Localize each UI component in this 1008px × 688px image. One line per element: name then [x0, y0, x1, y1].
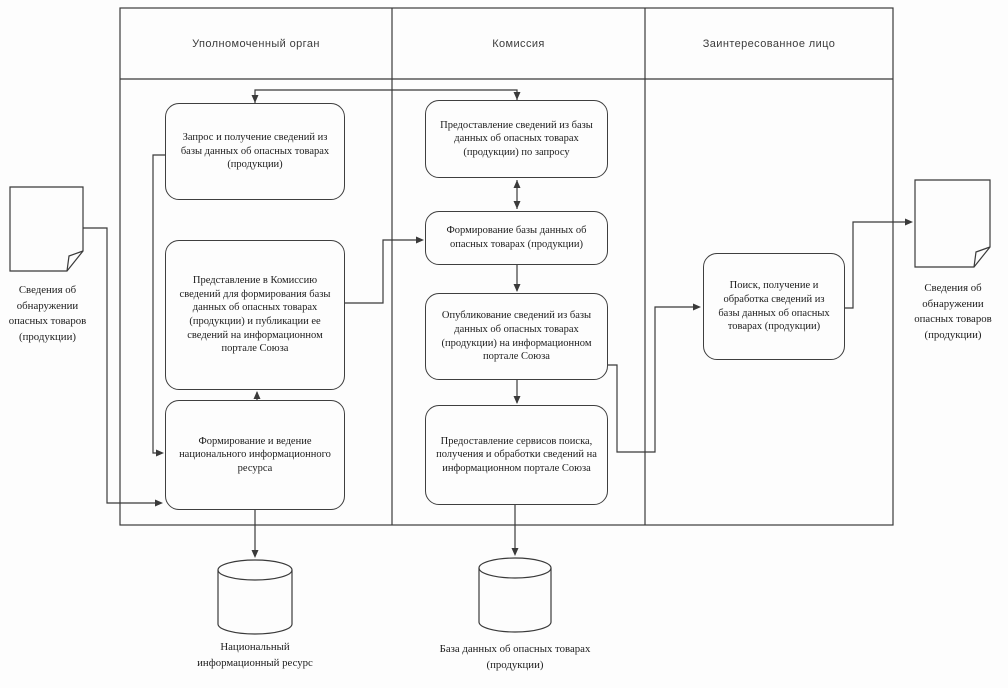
swimlane-grid [119, 7, 894, 526]
process-request-info: Запрос и получение сведений из базы данн… [165, 103, 345, 200]
cylinder-national-resource-label: Национальный информационный ресурс [197, 641, 313, 669]
process-provide-services-label: Предоставление сервисов поиска, получени… [436, 435, 597, 474]
cylinder-national-resource [217, 559, 293, 635]
lane-header-interested-person: Заинтересованное лицо [645, 8, 893, 79]
process-submit-to-commission: Представление в Комиссию сведений для фо… [165, 240, 345, 390]
process-provide-on-request: Предоставление сведений из базы данных о… [425, 100, 608, 178]
lane-header-authorized-body: Уполномоченный орган [120, 8, 392, 79]
process-request-info-label: Запрос и получение сведений из базы данн… [180, 132, 330, 171]
document-right-label: Сведения об обнаружении опасных товаров … [914, 282, 992, 341]
cylinder-hazard-db-label: База данных об опасных товарах (продукци… [439, 643, 591, 671]
lane-header-commission-label: Комиссия [492, 37, 545, 50]
process-provide-services: Предоставление сервисов поиска, получени… [425, 405, 608, 505]
process-maintain-national-resource: Формирование и ведение национального инф… [165, 400, 345, 510]
arrowheads [155, 92, 913, 558]
document-shape-left [9, 186, 84, 272]
process-publish-info: Опубликование сведений из базы данных об… [425, 293, 608, 380]
document-shape-right [914, 179, 991, 268]
cylinder-hazard-db [478, 557, 552, 633]
process-maintain-national-resource-label: Формирование и ведение национального инф… [179, 435, 331, 474]
lane-header-commission: Комиссия [392, 8, 645, 79]
process-search-label: Поиск, получение и обработка сведений из… [718, 280, 830, 333]
process-form-database: Формирование базы данных об опасных това… [425, 211, 608, 265]
process-search: Поиск, получение и обработка сведений из… [703, 253, 845, 360]
process-publish-info-label: Опубликование сведений из базы данных об… [441, 310, 592, 363]
process-provide-on-request-label: Предоставление сведений из базы данных о… [440, 119, 593, 158]
lane-header-interested-person-label: Заинтересованное лицо [702, 37, 836, 50]
lane-header-authorized-body-label: Уполномоченный орган [192, 37, 320, 50]
process-form-database-label: Формирование базы данных об опасных това… [446, 225, 587, 250]
document-left-label: Сведения об обнаружении опасных товаров … [8, 284, 87, 343]
process-submit-to-commission-label: Представление в Комиссию сведений для фо… [179, 275, 331, 355]
